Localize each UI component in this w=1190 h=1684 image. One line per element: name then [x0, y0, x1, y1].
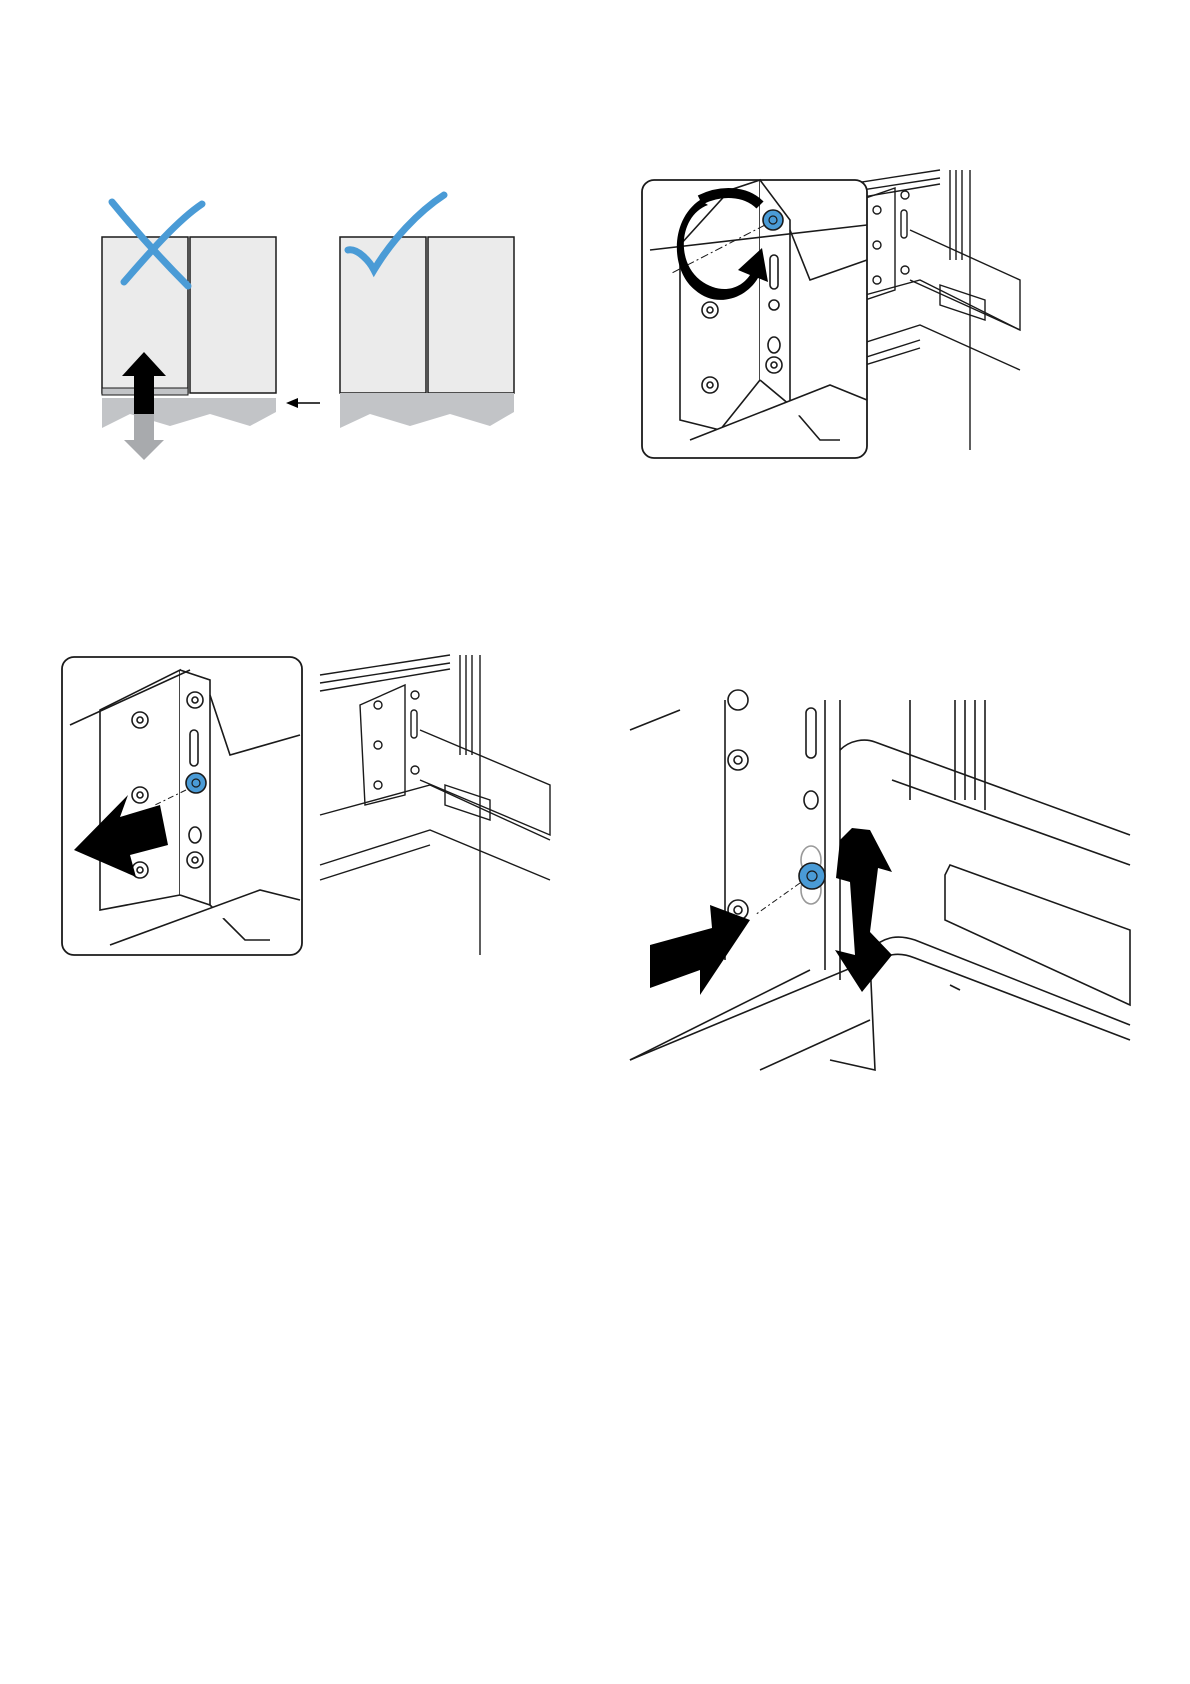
hinge-pull-illustration [60, 655, 550, 985]
hinge-adjust-illustration [630, 700, 1130, 1100]
floor-slab [340, 393, 514, 428]
appliance-background [320, 655, 550, 955]
arrow-left-icon [286, 398, 320, 408]
hinge-rotate-illustration [640, 170, 1110, 500]
door-panel-right [190, 237, 276, 393]
door-alignment-illustration [90, 190, 530, 490]
appliance-body [630, 690, 1130, 1070]
figure-hinge-adjust [630, 700, 1130, 1100]
figure-door-alignment [90, 190, 530, 490]
wrong-example [102, 202, 320, 460]
door-panel-right [428, 237, 514, 393]
floor-slab [102, 398, 276, 428]
figure-hinge-rotate [640, 170, 1110, 500]
figure-hinge-pull [60, 655, 550, 985]
right-example [340, 195, 514, 428]
screw-icon [755, 863, 825, 915]
double-arrow-vertical-icon [835, 828, 892, 992]
arrow-push-icon [650, 905, 750, 995]
